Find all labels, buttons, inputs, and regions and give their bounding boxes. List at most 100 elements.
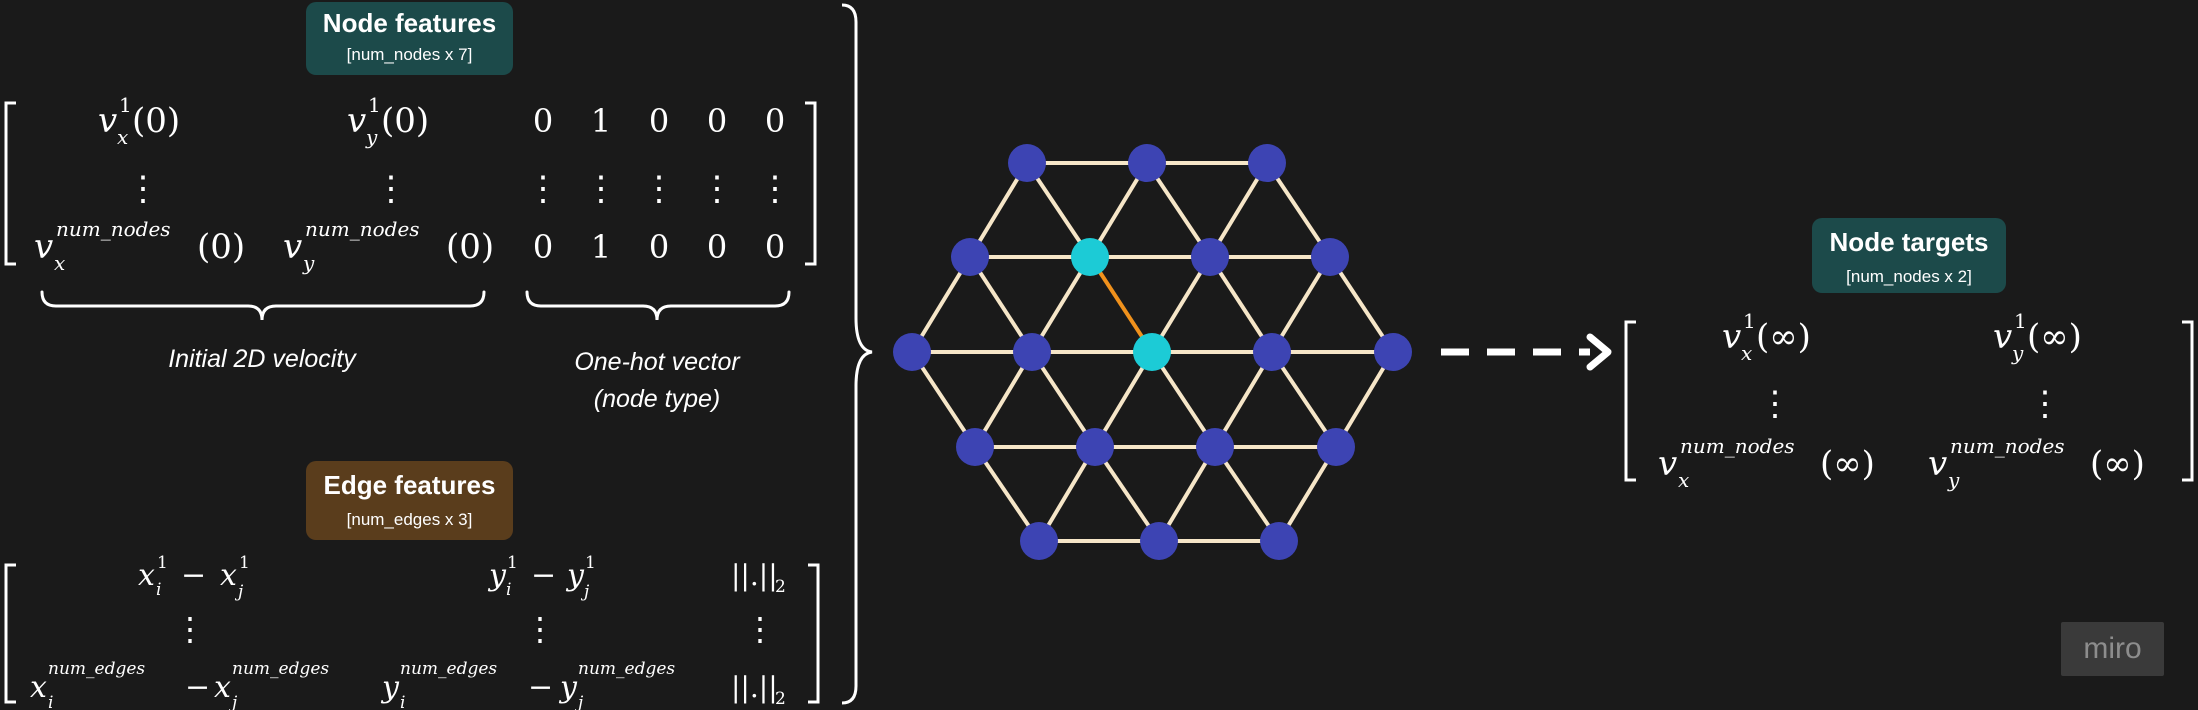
nf-vdots-oh0: ⋮: [526, 169, 560, 209]
nf-onehot-first-0: 0: [533, 102, 553, 140]
mesh-node: [1013, 333, 1051, 371]
nt-vyn-arg: (∞): [2090, 444, 2145, 484]
miro-watermark-bg: [2061, 622, 2164, 676]
nt-vxn-arg: (∞): [1820, 444, 1875, 484]
velocity-label: Initial 2D velocity: [168, 345, 357, 373]
nt-vy1-base: v: [1993, 317, 2012, 357]
nt-vx1-sup: 1: [1743, 309, 1756, 333]
node-matrix-left-bracket: [4, 101, 16, 266]
ef-vdots-x: ⋮: [174, 610, 206, 648]
mesh-edge: [1270, 350, 1338, 449]
ef-xin: x: [30, 670, 47, 705]
ef-xjn-sup: num_edges: [232, 659, 329, 679]
velocity-underbrace: [40, 290, 486, 321]
mesh-node: [1008, 144, 1046, 182]
ef-minus-x: −: [181, 558, 206, 593]
ef-xj1: x: [220, 558, 237, 593]
nf-vdots-oh1: ⋮: [584, 169, 618, 209]
node-features-underbraces: [40, 290, 791, 321]
mesh-node: [1317, 428, 1355, 466]
nt-vdots-vx: ⋮: [1758, 384, 1792, 424]
nf-onehot-last-1: 1: [591, 228, 611, 266]
ef-yjn-sup: num_edges: [578, 659, 675, 679]
target-matrix-right-bracket: [2182, 320, 2194, 482]
ef-xjn: x: [214, 670, 231, 705]
ef-norm1-sub: 2: [775, 577, 786, 597]
target-matrix-left-bracket: [1624, 320, 1636, 482]
ef-yin: y: [380, 670, 400, 705]
node-targets-vdots: ⋮ ⋮: [1758, 384, 2062, 424]
ef-yi1-sup: 1: [507, 553, 518, 573]
edge-matrix-left-bracket: [4, 563, 16, 704]
ef-xjn-sub: j: [228, 693, 238, 710]
nf-vdots-vx: ⋮: [126, 169, 160, 209]
nf-vx1-arg: (0): [132, 101, 180, 141]
nf-vdots-oh4: ⋮: [758, 169, 792, 209]
mesh-node: [1260, 522, 1298, 560]
nf-vx1-sup: 1: [119, 93, 132, 117]
ef-normn: ||.||: [731, 671, 778, 704]
nf-vy1-arg: (0): [381, 101, 429, 141]
nf-vxn-arg: (0): [197, 227, 245, 267]
ef-yi1: y: [487, 558, 507, 593]
ef-yi1-sub: i: [506, 580, 511, 600]
nf-onehot-first-3: 0: [707, 102, 727, 140]
node-features-row-first: v 1 x (0) v 1 y (0) 0 1 0 0 0: [98, 93, 785, 149]
mesh-node: [1140, 522, 1178, 560]
mesh-node: [1191, 238, 1229, 276]
mesh-node: [956, 428, 994, 466]
onehot-label-line2: (node type): [594, 385, 720, 413]
nf-vy1-sub: y: [365, 125, 378, 149]
node-features-badge-bg: [306, 2, 513, 75]
mesh-node: [1128, 144, 1166, 182]
nf-onehot-first-2: 0: [649, 102, 669, 140]
ef-xi1: x: [138, 558, 155, 593]
nt-vx1-sub: x: [1741, 341, 1752, 365]
mesh-node: [1374, 333, 1412, 371]
nf-vdots-vy: ⋮: [374, 169, 408, 209]
nf-vx1-base: v: [98, 101, 117, 141]
node-features-vdots: ⋮ ⋮ ⋮ ⋮ ⋮ ⋮ ⋮: [126, 169, 792, 209]
nf-onehot-last-4: 0: [765, 228, 785, 266]
nf-onehot-last-0: 0: [533, 228, 553, 266]
mesh-node: [1253, 333, 1291, 371]
nt-vx1-base: v: [1722, 317, 1741, 357]
nf-vyn-arg: (0): [446, 227, 494, 267]
node-features-matrix-brackets: [4, 101, 817, 266]
nt-vyn-base: v: [1928, 444, 1947, 484]
node-features-title: Node features: [323, 8, 496, 38]
mesh-node: [1076, 428, 1114, 466]
nf-vxn-sup: num_nodes: [56, 217, 171, 241]
mesh-node-highlighted: [1071, 238, 1109, 276]
ef-yin-sup: num_edges: [400, 659, 497, 679]
nt-vy1-arg: (∞): [2027, 317, 2082, 357]
node-targets-row-last: v num_nodes x (∞) v num_nodes y (∞): [1658, 434, 2145, 492]
edge-features-row-last: x num_edges i − x num_edges j y num_edge…: [30, 659, 786, 710]
ef-minus-xn: −: [185, 670, 210, 705]
node-targets-row-first: v 1 x (∞) v 1 y (∞): [1722, 309, 2082, 365]
edge-features-title: Edge features: [324, 470, 496, 500]
nt-vxn-base: v: [1658, 444, 1677, 484]
mesh-node: [1020, 522, 1058, 560]
ef-yj1-sup: 1: [585, 553, 596, 573]
ef-xi1-sup: 1: [157, 553, 168, 573]
mesh-node-highlighted: [1133, 333, 1171, 371]
ef-xj1-sub: j: [234, 582, 244, 602]
edge-features-shape: [num_edges x 3]: [347, 510, 473, 529]
nf-vx1-sub: x: [117, 125, 128, 149]
node-targets-badge-bg: [1812, 218, 2006, 293]
edge-features-matrix-brackets: [4, 563, 820, 704]
edge-features-badge-bg: [306, 461, 513, 540]
nf-vdots-oh2: ⋮: [642, 169, 676, 209]
nt-vy1-sub: y: [2011, 341, 2024, 365]
mesh-node: [951, 238, 989, 276]
ef-norm1: ||.||: [731, 559, 778, 592]
nt-vx1-arg: (∞): [1756, 317, 1811, 357]
nt-vdots-vy: ⋮: [2028, 384, 2062, 424]
nf-vy1-base: v: [347, 101, 366, 141]
ef-yj1-sub: j: [580, 582, 590, 602]
nf-vy1-sup: 1: [368, 93, 381, 117]
ef-minus-yn: −: [528, 670, 553, 705]
ef-vdots-norm: ⋮: [744, 610, 776, 648]
edge-features-row-first: x 1 i − x 1 j y 1 i − y 1 j ||.|| 2: [138, 553, 786, 602]
